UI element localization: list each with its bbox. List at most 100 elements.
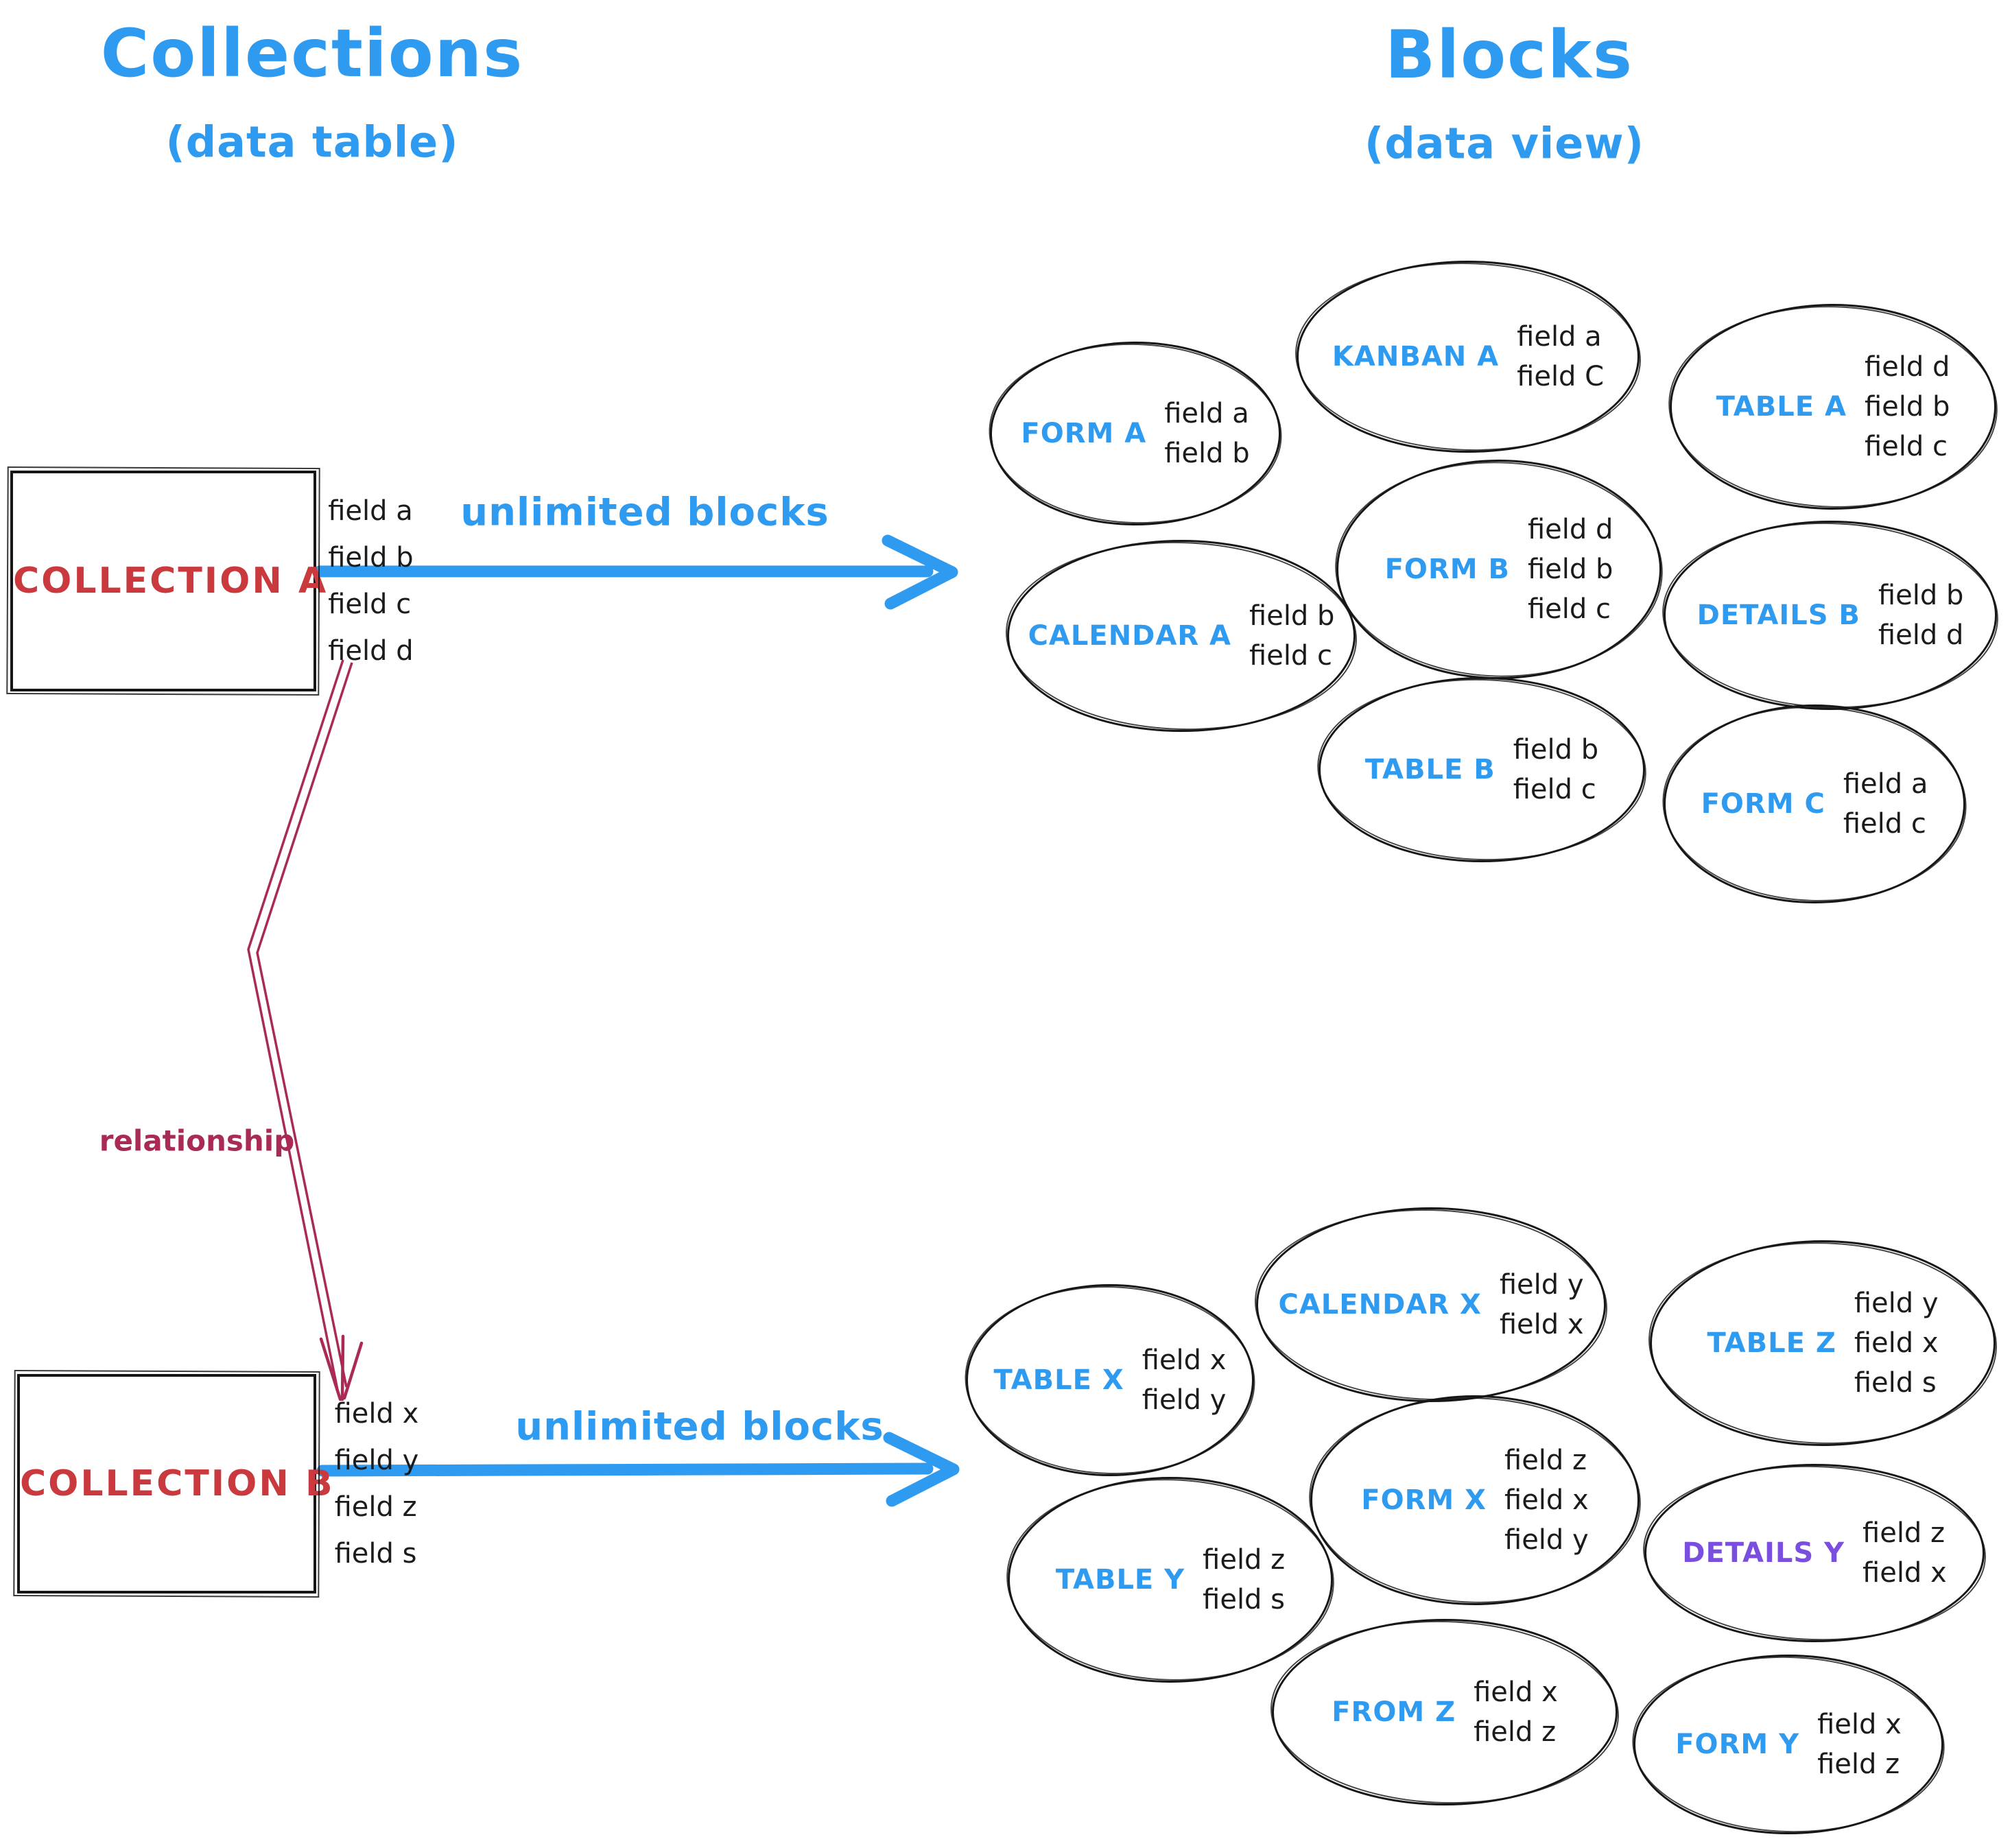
collections-subtitle: (data table) <box>165 117 459 167</box>
collection-field: field d <box>328 635 414 667</box>
block-field: field y <box>1854 1288 1939 1319</box>
block-field: field y <box>1142 1384 1227 1416</box>
block-kanban-a-fields: field a field C <box>1517 321 1604 392</box>
block-details-b-label: DETAILS B <box>1696 600 1860 631</box>
block-calendar-x-label: CALENDAR X <box>1278 1289 1482 1320</box>
block-form-y: FORM Y field x field z <box>1633 1655 1943 1834</box>
block-field: field d <box>1878 619 1964 651</box>
collection-field: field x <box>334 1398 419 1430</box>
block-field: field x <box>1817 1709 1902 1740</box>
block-table-a-fields: field d field b field c <box>1865 351 1950 462</box>
block-field: field b <box>1878 580 1964 611</box>
collections-title: Collections <box>100 15 524 92</box>
collection-a-name: COLLECTION A <box>13 560 329 602</box>
relationship-label: relationship <box>99 1124 295 1158</box>
block-details-b-fields: field b field d <box>1878 580 1963 651</box>
block-field: field z <box>1504 1445 1587 1476</box>
block-table-b-label: TABLE B <box>1364 754 1495 785</box>
block-from-z: FROM Z field x field z <box>1272 1619 1618 1805</box>
blocks-subtitle: (data view) <box>1364 118 1644 169</box>
block-form-x: FORM X field z field x field y <box>1310 1395 1640 1605</box>
collection-a-box: COLLECTION A field a field b field c fie… <box>10 471 414 691</box>
unlimited-blocks-arrow-a <box>314 534 958 610</box>
block-field: field z <box>1474 1716 1557 1748</box>
block-form-y-fields: field x field z <box>1817 1709 1902 1780</box>
unlimited-blocks-label-b: unlimited blocks <box>515 1404 884 1449</box>
block-field: field x <box>1504 1484 1589 1516</box>
block-field: field d <box>1864 351 1950 383</box>
block-form-c-fields: field a field c <box>1843 768 1928 840</box>
block-table-y: TABLE Y field z field s <box>1008 1477 1333 1683</box>
block-table-y-fields: field z field s <box>1203 1544 1285 1615</box>
block-field: field x <box>1854 1327 1939 1359</box>
block-details-y-label: DETAILS Y <box>1682 1537 1845 1569</box>
block-field: field z <box>1817 1749 1900 1780</box>
collection-field: field z <box>334 1491 417 1523</box>
collection-field: field c <box>328 589 412 620</box>
block-field: field b <box>1164 438 1250 469</box>
block-table-z: TABLE Z field y field x field s <box>1650 1240 1996 1446</box>
block-calendar-x-fields: field y field x <box>1500 1269 1584 1340</box>
block-form-a-fields: field a field b <box>1164 398 1249 469</box>
block-calendar-a-fields: field b field c <box>1249 600 1334 672</box>
block-field: field C <box>1517 361 1605 392</box>
block-table-z-fields: field y field x field s <box>1854 1288 1939 1399</box>
block-form-x-fields: field z field x field y <box>1504 1445 1589 1556</box>
block-field: field a <box>1843 768 1928 800</box>
blocks-title: Blocks <box>1385 16 1633 93</box>
block-table-b: TABLE B field b field c <box>1319 677 1645 862</box>
collection-field: field s <box>334 1538 417 1569</box>
block-field: field b <box>1513 734 1599 766</box>
block-field: field s <box>1203 1584 1286 1615</box>
block-form-c-label: FORM C <box>1701 788 1825 820</box>
block-field: field b <box>1527 554 1613 585</box>
block-field: field y <box>1499 1269 1584 1301</box>
block-table-a: TABLE A field d field b field c <box>1670 304 1996 510</box>
collection-field: field b <box>328 542 414 573</box>
block-table-z-label: TABLE Z <box>1707 1327 1836 1359</box>
block-field: field x <box>1142 1344 1227 1376</box>
block-field: field b <box>1249 600 1335 632</box>
block-table-x-fields: field x field y <box>1142 1344 1227 1416</box>
collection-b-name: COLLECTION B <box>20 1463 335 1504</box>
block-field: field a <box>1517 321 1602 353</box>
block-form-b-fields: field d field b field c <box>1528 514 1613 625</box>
block-field: field x <box>1499 1309 1584 1340</box>
block-form-c: FORM C field a field c <box>1664 704 1965 903</box>
block-table-x: TABLE X field x field y <box>966 1284 1254 1476</box>
block-table-b-fields: field b field c <box>1513 734 1598 805</box>
block-form-b: FORM B field d field b field c <box>1336 460 1662 679</box>
block-details-y-fields: field z field x <box>1863 1517 1947 1589</box>
unlimited-blocks-arrow-b <box>316 1432 960 1507</box>
block-field: field a <box>1164 398 1249 429</box>
block-calendar-a-label: CALENDAR A <box>1028 620 1232 652</box>
collection-b-box: COLLECTION B field x field y field z fie… <box>17 1374 418 1594</box>
block-from-z-label: FROM Z <box>1332 1696 1456 1728</box>
relationship-line <box>247 659 353 1390</box>
collection-field: field y <box>334 1445 419 1476</box>
collection-a-fields: field a field b field c field d <box>328 495 434 667</box>
relationship-arrowhead-icon <box>319 1334 364 1401</box>
block-field: field d <box>1527 514 1613 545</box>
block-field: field c <box>1864 431 1948 462</box>
block-field: field c <box>1843 808 1926 840</box>
block-details-y: DETAILS Y field z field x <box>1644 1464 1985 1642</box>
unlimited-blocks-label-a: unlimited blocks <box>460 490 829 535</box>
block-field: field z <box>1863 1517 1946 1549</box>
block-calendar-a: CALENDAR A field b field c <box>1007 540 1356 732</box>
block-field: field x <box>1474 1677 1558 1708</box>
block-field: field b <box>1864 391 1950 423</box>
block-form-a: FORM A field a field b <box>990 342 1281 525</box>
block-field: field z <box>1203 1544 1286 1576</box>
block-field: field y <box>1504 1524 1589 1556</box>
block-table-y-label: TABLE Y <box>1055 1564 1185 1596</box>
block-table-a-label: TABLE A <box>1716 391 1847 423</box>
block-table-x-label: TABLE X <box>993 1364 1124 1396</box>
block-form-b-label: FORM B <box>1384 554 1510 585</box>
block-field: field c <box>1249 640 1333 672</box>
block-kanban-a-label: KANBAN A <box>1332 341 1500 372</box>
block-field: field c <box>1527 593 1611 625</box>
block-from-z-fields: field x field z <box>1474 1677 1558 1748</box>
